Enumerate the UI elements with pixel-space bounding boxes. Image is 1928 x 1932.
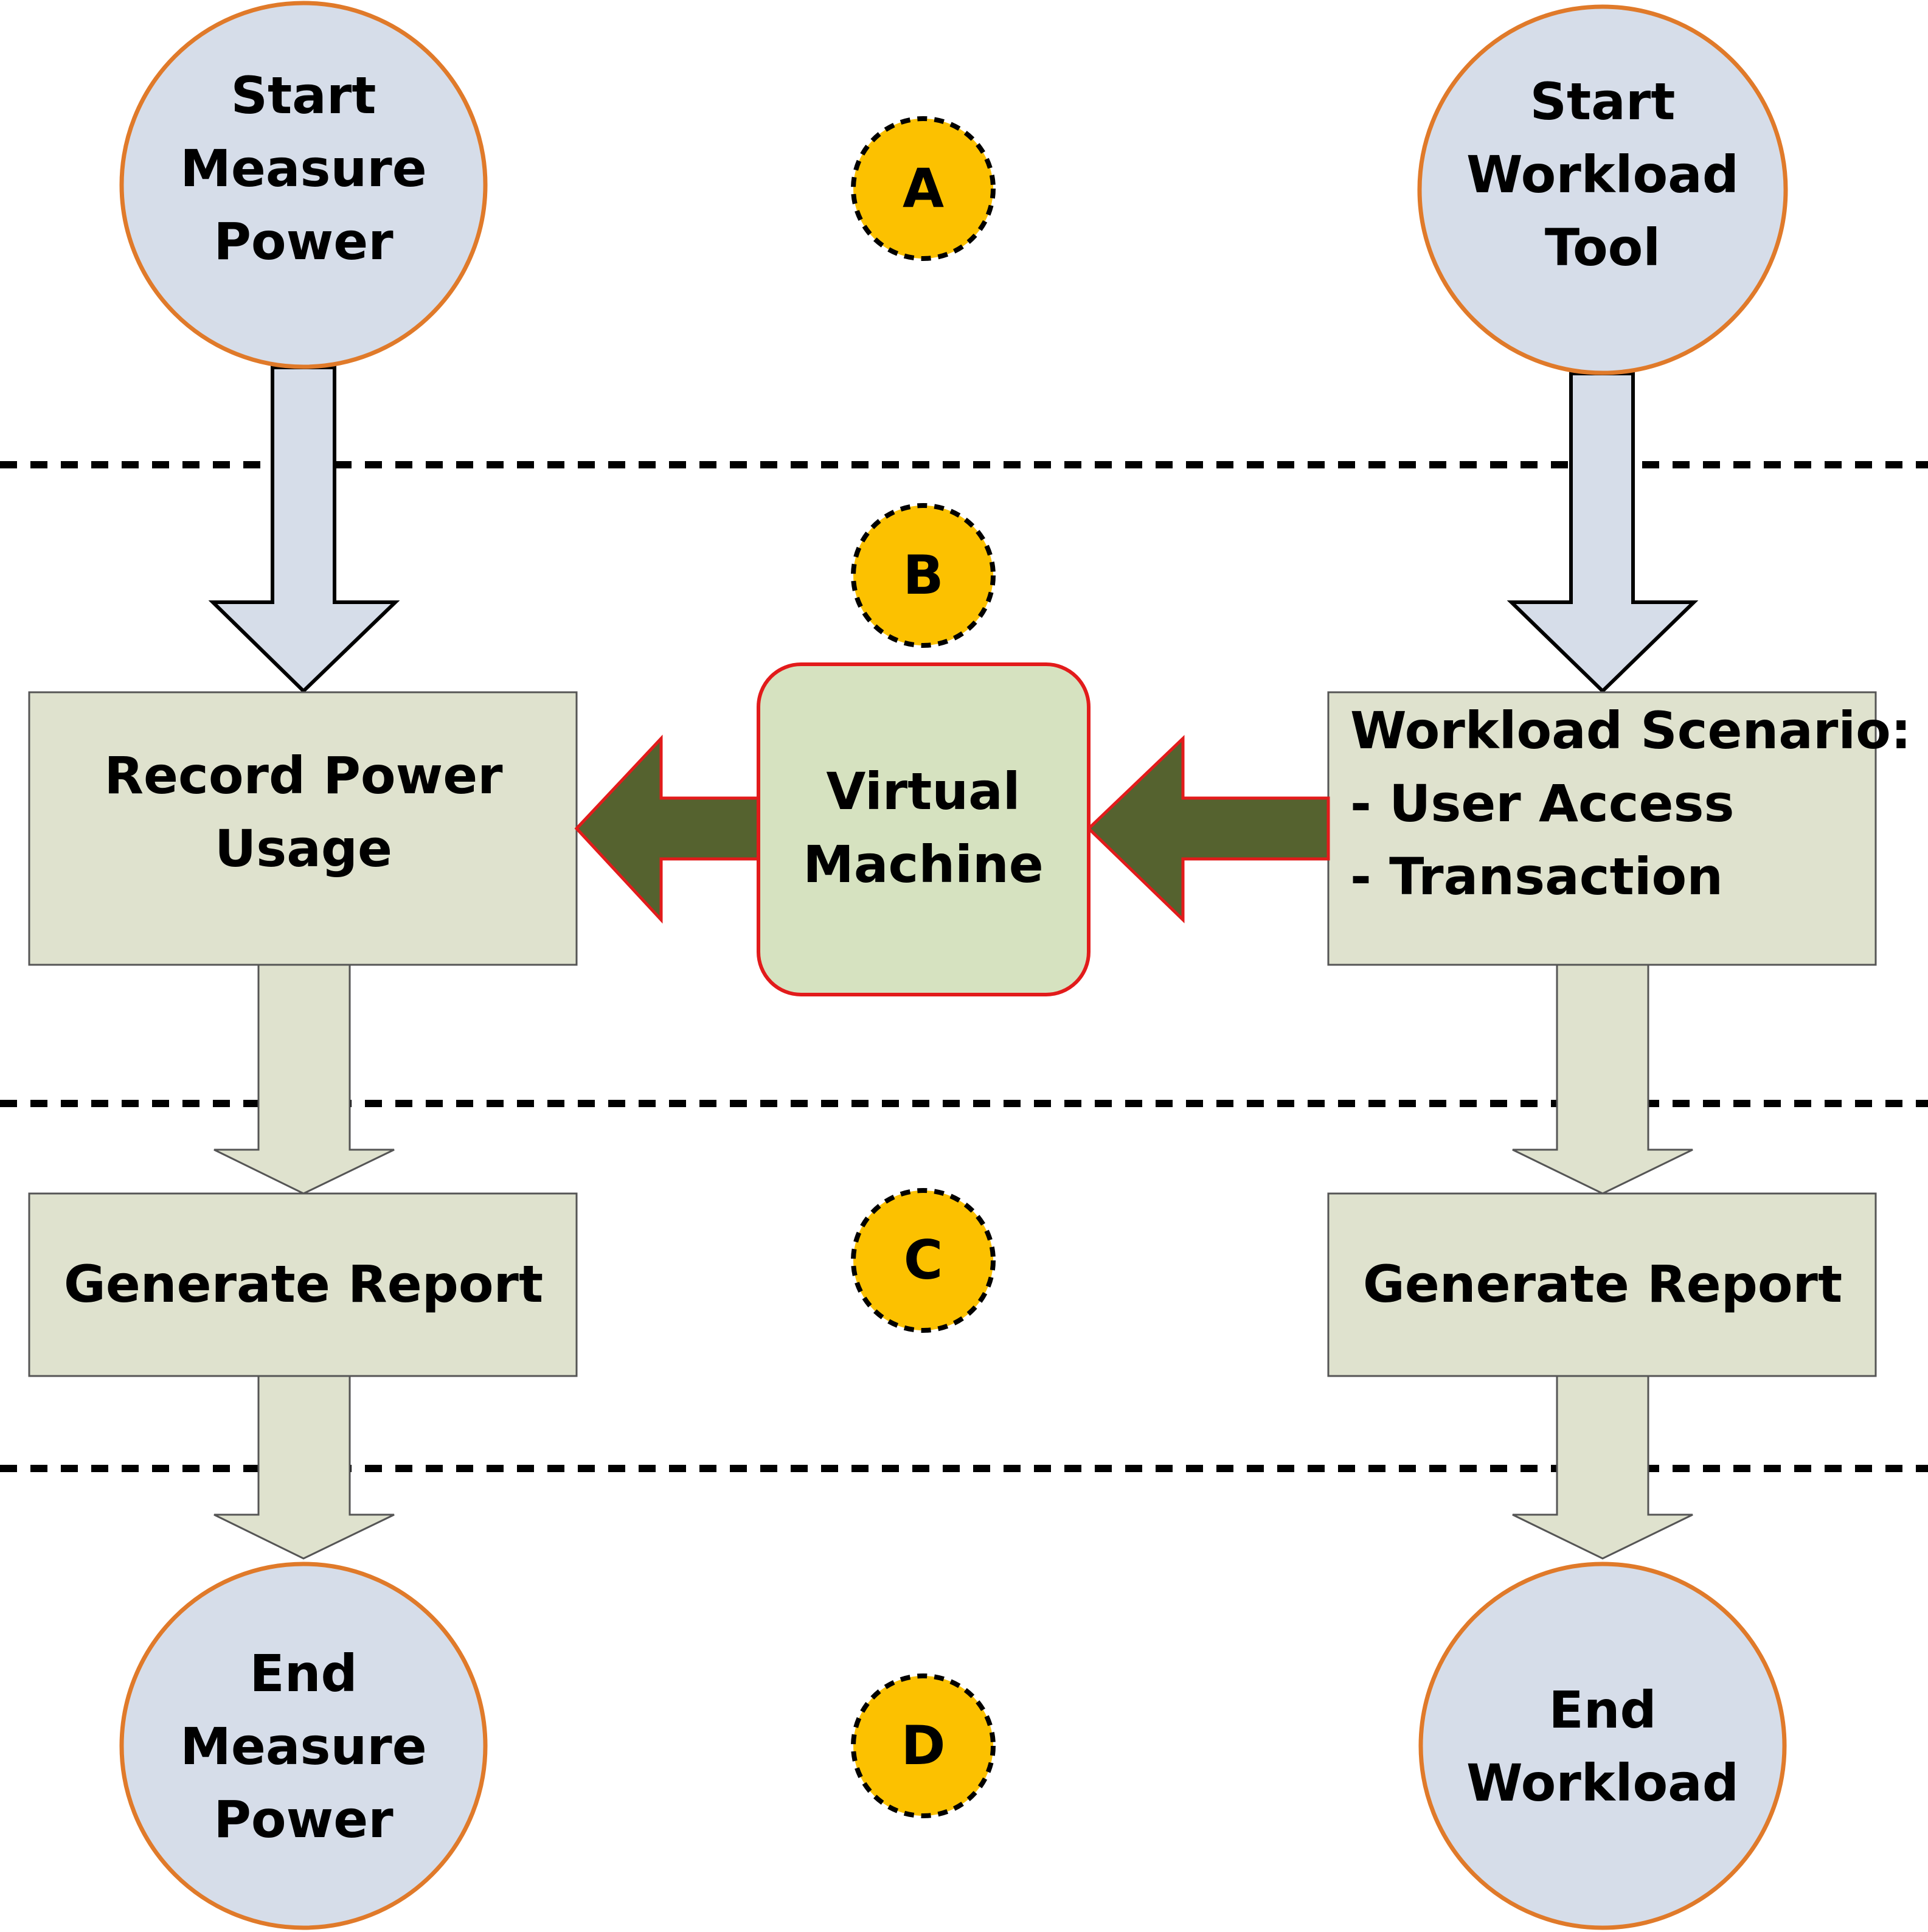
workload-scenario-item-user-access: - User Access xyxy=(1350,774,1735,833)
phase-marker-c-circle xyxy=(851,1188,996,1333)
arrow-record-to-report-left xyxy=(213,964,395,1195)
phase-marker-c: C xyxy=(851,1188,996,1333)
phase-marker-a-label: A xyxy=(903,157,944,220)
start-measure-power-line3: Power xyxy=(213,212,394,271)
start-measure-power-circle xyxy=(119,1,488,369)
phase-marker-b-circle xyxy=(851,503,996,648)
arrow-report-to-end-left xyxy=(213,1375,395,1560)
phase-marker-c-label: C xyxy=(904,1229,943,1291)
arrow-start-measure-to-record xyxy=(208,366,400,694)
generate-report-right-box xyxy=(1327,1192,1877,1377)
phase-marker-b: B xyxy=(851,503,996,648)
end-measure-power-line3: Power xyxy=(213,1790,394,1849)
start-measure-power-node: Start Measure Power xyxy=(119,1,488,369)
generate-report-right-label: Generate Report xyxy=(1363,1254,1842,1314)
workload-scenario-box xyxy=(1327,691,1877,966)
virtual-machine-node: Virtual Machine xyxy=(757,662,1091,996)
phase-marker-a-circle xyxy=(851,116,996,261)
end-measure-power-circle xyxy=(119,1562,488,1930)
phase-marker-b-label: B xyxy=(903,544,943,606)
generate-report-left-label: Generate Report xyxy=(64,1254,543,1314)
phase-marker-d-circle xyxy=(851,1673,996,1818)
end-workload-node: End Workload xyxy=(1418,1562,1787,1930)
arrow-report-to-end-right xyxy=(1512,1375,1693,1560)
virtual-machine-line1: Virtual xyxy=(826,762,1020,821)
start-measure-power-line1: Start xyxy=(231,66,376,125)
start-workload-tool-line2: Workload xyxy=(1466,145,1739,204)
arrow-scenario-to-report-right xyxy=(1512,964,1693,1195)
record-power-usage-node: Record Power Usage xyxy=(28,691,578,966)
workload-scenario-item-transaction: - Transaction xyxy=(1350,847,1723,906)
workload-scenario-title: Workload Scenario: xyxy=(1350,701,1911,760)
arrow-vm-to-record xyxy=(574,734,760,924)
generate-report-left-node: Generate Report xyxy=(28,1192,578,1377)
phase-marker-d-label: D xyxy=(901,1714,945,1777)
start-workload-tool-line3: Tool xyxy=(1545,218,1660,277)
phase-marker-a: A xyxy=(851,116,996,261)
generate-report-left-box xyxy=(28,1192,578,1377)
end-measure-power-line1: End xyxy=(249,1644,357,1703)
workload-scenario-node: Workload Scenario: - User Access - Trans… xyxy=(1327,691,1911,966)
start-workload-tool-circle xyxy=(1417,4,1788,375)
end-workload-circle xyxy=(1418,1562,1787,1930)
arrow-start-workload-to-scenario xyxy=(1507,372,1699,694)
end-workload-line1: End xyxy=(1548,1680,1656,1740)
arrow-scenario-to-vm xyxy=(1086,735,1330,923)
virtual-machine-box xyxy=(757,662,1091,996)
start-workload-tool-line1: Start xyxy=(1530,72,1676,131)
virtual-machine-line2: Machine xyxy=(803,835,1043,894)
generate-report-right-node: Generate Report xyxy=(1327,1192,1877,1377)
end-measure-power-node: End Measure Power xyxy=(119,1562,488,1930)
phase-marker-d: D xyxy=(851,1673,996,1818)
end-workload-line2: Workload xyxy=(1466,1753,1739,1813)
record-power-usage-box xyxy=(28,691,578,966)
end-measure-power-line2: Measure xyxy=(180,1717,426,1776)
start-workload-tool-node: Start Workload Tool xyxy=(1417,4,1788,375)
record-power-usage-line2: Usage xyxy=(215,819,392,878)
record-power-usage-line1: Record Power xyxy=(104,746,503,805)
start-measure-power-line2: Measure xyxy=(180,139,426,198)
